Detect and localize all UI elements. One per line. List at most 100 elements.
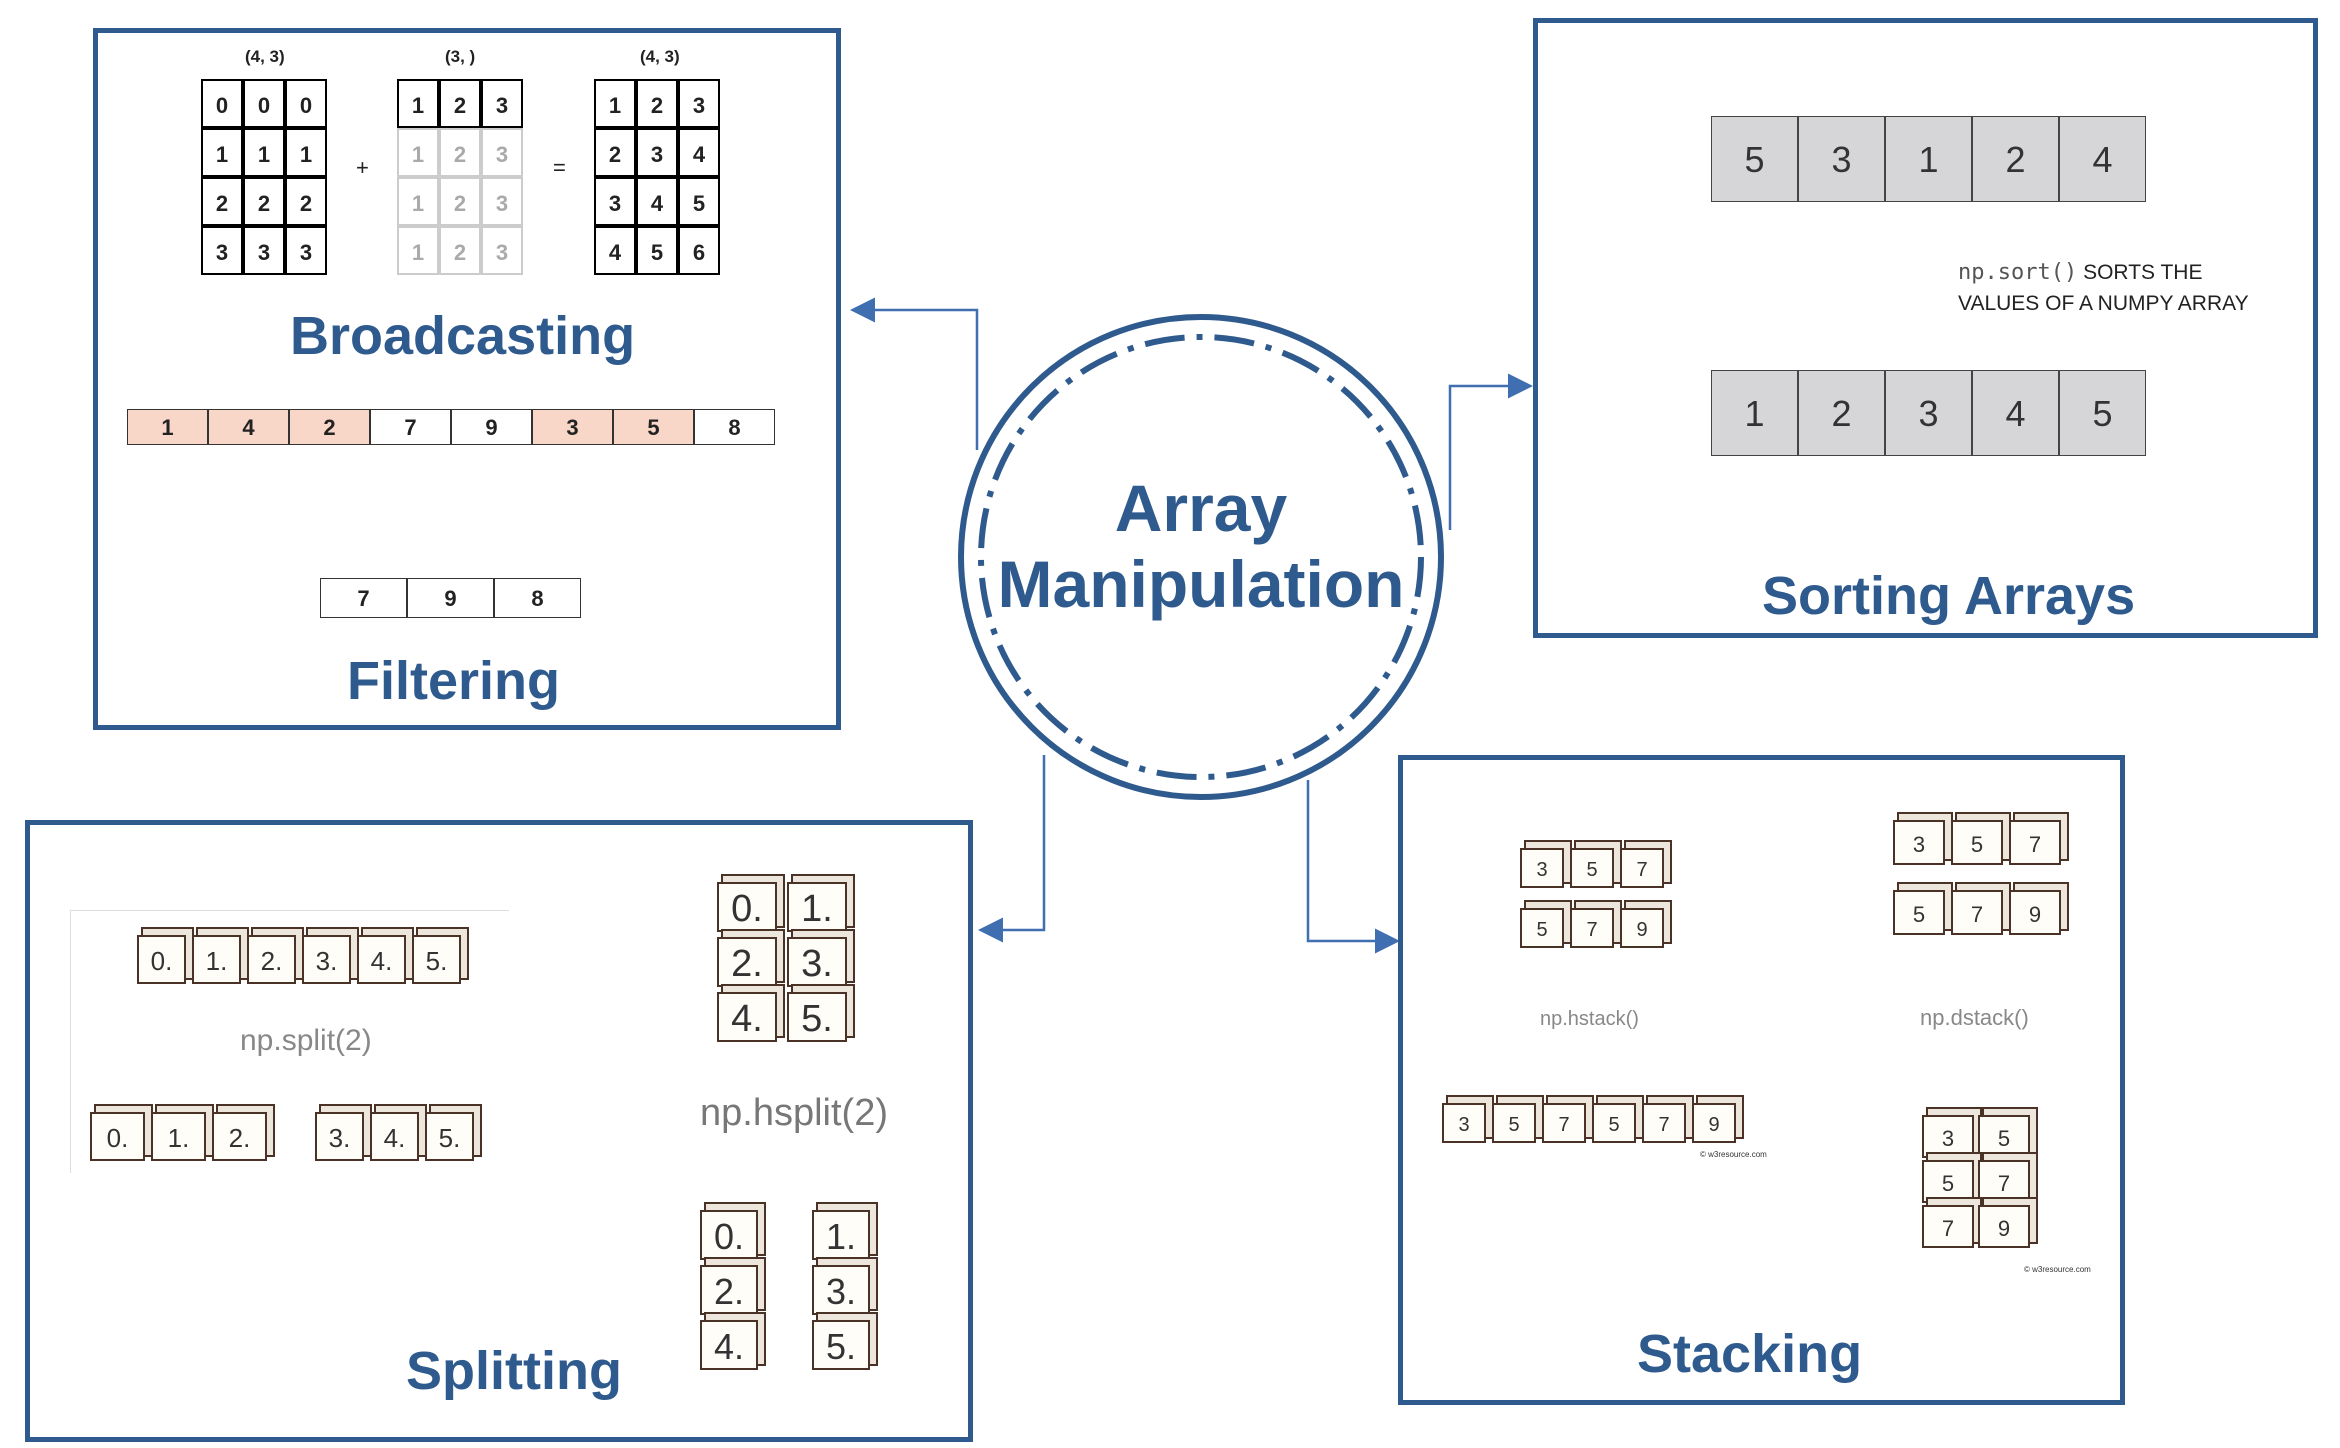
stacking-panel bbox=[1398, 755, 2125, 1405]
matrix-cell: 3 bbox=[243, 226, 285, 275]
cube: 0. bbox=[90, 1112, 145, 1161]
splitting-title: Splitting bbox=[406, 1341, 622, 1401]
cube: 4. bbox=[357, 935, 406, 984]
cube: 3 bbox=[1520, 848, 1564, 888]
matrix-cell: 3 bbox=[594, 177, 636, 226]
cube: 5. bbox=[787, 992, 847, 1042]
sort-before-cell: 3 bbox=[1798, 116, 1885, 202]
arrow-to-broadcasting bbox=[850, 297, 979, 450]
cube: 9 bbox=[2009, 890, 2061, 935]
arrow-to-splitting bbox=[978, 755, 1046, 943]
cube: 5 bbox=[1492, 1103, 1536, 1143]
matrix-cell: 2 bbox=[439, 128, 481, 177]
matrix-cell: 2 bbox=[439, 177, 481, 226]
center-circle-outer bbox=[958, 314, 1444, 800]
matrix-cell: 2 bbox=[285, 177, 327, 226]
hstack-credit: © w3resource.com bbox=[1700, 1150, 1767, 1159]
matrix-cell: 6 bbox=[678, 226, 720, 275]
matrix-cell: 4 bbox=[636, 177, 678, 226]
split-label: np.split(2) bbox=[240, 1024, 372, 1057]
cube: 7 bbox=[1951, 890, 2003, 935]
cube: 4. bbox=[370, 1112, 419, 1161]
dstack-credit: © w3resource.com bbox=[2024, 1265, 2091, 1274]
matrix-cell: 5 bbox=[636, 226, 678, 275]
cube: 4. bbox=[700, 1320, 758, 1370]
filter-input-cell: 1 bbox=[127, 409, 208, 445]
center-title-line2: Manipulation bbox=[997, 547, 1405, 621]
cube: 5 bbox=[1978, 1115, 2030, 1158]
matrix-cell: 1 bbox=[285, 128, 327, 177]
matrix-cell: 3 bbox=[481, 128, 523, 177]
cube: 3. bbox=[812, 1265, 870, 1315]
sort-before-cell: 4 bbox=[2059, 116, 2146, 202]
matrix-cell: 1 bbox=[397, 226, 439, 275]
matrix-cell: 2 bbox=[201, 177, 243, 226]
matrix-cell: 3 bbox=[636, 128, 678, 177]
sort-before-cell: 2 bbox=[1972, 116, 2059, 202]
center-title: Array Manipulation bbox=[960, 470, 1442, 622]
sort-desc-1: SORTS THE bbox=[2083, 261, 2203, 284]
shape-label-c: (4, 3) bbox=[640, 47, 680, 66]
equals-sign: = bbox=[553, 155, 566, 180]
cube: 1. bbox=[192, 935, 241, 984]
shape-label-a: (4, 3) bbox=[245, 47, 285, 66]
filter-input-cell: 5 bbox=[613, 409, 694, 445]
cube: 7 bbox=[1570, 908, 1614, 948]
matrix-cell: 5 bbox=[678, 177, 720, 226]
sort-after-cell: 2 bbox=[1798, 370, 1885, 456]
cube: 7 bbox=[1642, 1103, 1686, 1143]
cube: 0. bbox=[717, 882, 777, 932]
matrix-cell: 1 bbox=[397, 79, 439, 128]
dstack-label: np.dstack() bbox=[1920, 1005, 2029, 1030]
matrix-cell: 2 bbox=[439, 79, 481, 128]
sort-before-cell: 5 bbox=[1711, 116, 1798, 202]
cube: 3. bbox=[315, 1112, 364, 1161]
cube: 4. bbox=[717, 992, 777, 1042]
sort-desc-2: VALUES OF A NUMPY ARRAY bbox=[1958, 292, 2249, 315]
cube: 0. bbox=[137, 935, 186, 984]
sorting-title: Sorting Arrays bbox=[1762, 566, 2136, 626]
cube: 1. bbox=[151, 1112, 206, 1161]
cube: 5. bbox=[812, 1320, 870, 1370]
cube: 5 bbox=[1592, 1103, 1636, 1143]
sort-after-cell: 1 bbox=[1711, 370, 1798, 456]
cube: 2. bbox=[700, 1265, 758, 1315]
filter-input-cell: 7 bbox=[370, 409, 451, 445]
cube: 3. bbox=[302, 935, 351, 984]
matrix-cell: 3 bbox=[285, 226, 327, 275]
cube: 5. bbox=[412, 935, 461, 984]
arrow-to-stacking bbox=[1306, 780, 1400, 954]
sort-after-cell: 4 bbox=[1972, 370, 2059, 456]
matrix-cell: 1 bbox=[397, 177, 439, 226]
filter-output-cell: 7 bbox=[320, 578, 407, 618]
center-title-line1: Array bbox=[1114, 471, 1288, 545]
cube: 9 bbox=[1692, 1103, 1736, 1143]
cube: 7 bbox=[2009, 820, 2061, 865]
arrow-to-sorting bbox=[1448, 373, 1533, 530]
cube: 2. bbox=[212, 1112, 267, 1161]
matrix-cell: 1 bbox=[243, 128, 285, 177]
sorting-panel bbox=[1533, 18, 2318, 638]
broadcasting-title: Broadcasting bbox=[290, 306, 636, 366]
cube: 5. bbox=[425, 1112, 474, 1161]
sort-after-cell: 3 bbox=[1885, 370, 1972, 456]
cube: 2. bbox=[717, 937, 777, 987]
matrix-cell: 3 bbox=[481, 226, 523, 275]
split-figure-bg bbox=[70, 910, 509, 1173]
sort-before-cell: 1 bbox=[1885, 116, 1972, 202]
matrix-cell: 4 bbox=[678, 128, 720, 177]
center-circle-inner bbox=[978, 334, 1424, 780]
hstack-label: np.hstack() bbox=[1540, 1008, 1639, 1030]
cube: 2. bbox=[247, 935, 296, 984]
filter-input-cell: 9 bbox=[451, 409, 532, 445]
matrix-cell: 0 bbox=[201, 79, 243, 128]
matrix-cell: 3 bbox=[678, 79, 720, 128]
cube: 3. bbox=[787, 937, 847, 987]
matrix-cell: 2 bbox=[636, 79, 678, 128]
sort-code: np.sort() bbox=[1958, 260, 2078, 285]
matrix-cell: 0 bbox=[243, 79, 285, 128]
filter-input-cell: 8 bbox=[694, 409, 775, 445]
matrix-cell: 0 bbox=[285, 79, 327, 128]
cube: 1. bbox=[812, 1210, 870, 1260]
filtering-title: Filtering bbox=[347, 651, 560, 711]
